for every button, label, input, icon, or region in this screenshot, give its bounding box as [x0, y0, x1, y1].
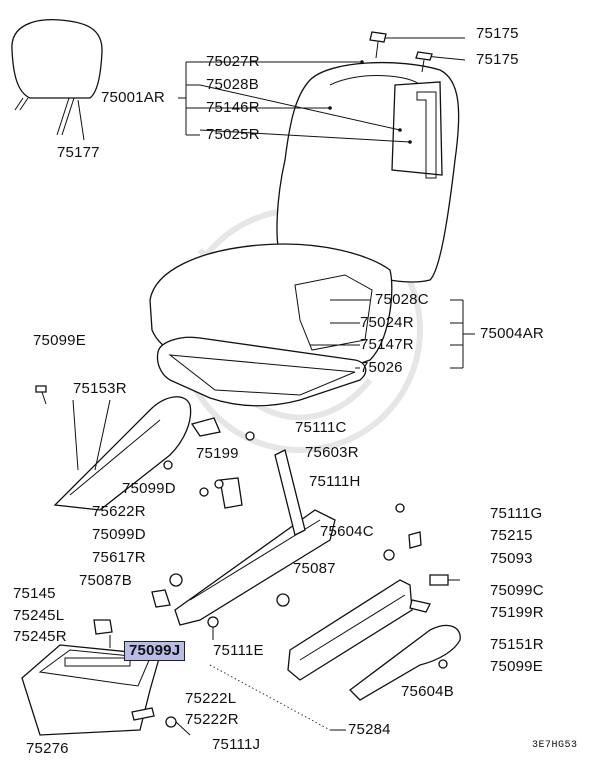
label-75099D-b: 75099D [92, 526, 146, 543]
leader-lines [178, 37, 475, 369]
label-75222R: 75222R [185, 711, 239, 728]
label-75222L: 75222L [185, 690, 237, 707]
label-75111C: 75111C [295, 419, 347, 436]
label-75146R: 75146R [206, 99, 260, 116]
label-75175-top: 75175 [476, 25, 519, 42]
label-75145: 75145 [13, 585, 56, 602]
label-75111H: 75111H [309, 473, 361, 490]
label-75604C: 75604C [320, 523, 374, 540]
label-75245R: 75245R [13, 628, 67, 645]
label-75099E-top: 75099E [33, 332, 86, 349]
label-75151R: 75151R [490, 636, 544, 653]
label-75284: 75284 [348, 721, 391, 738]
label-75215: 75215 [490, 527, 533, 544]
diagram-code: 3E7HG53 [532, 740, 578, 751]
label-75245L: 75245L [13, 607, 65, 624]
label-75111E: 75111E [213, 642, 264, 659]
label-75028B: 75028B [206, 76, 259, 93]
label-75177: 75177 [57, 144, 100, 161]
seat-adjuster-frame [93, 417, 461, 701]
label-75153R: 75153R [73, 380, 127, 397]
label-75099E-bottom: 75099E [490, 658, 543, 675]
label-75004AR: 75004AR [480, 325, 544, 342]
cable-75284 [209, 664, 346, 731]
label-75276: 75276 [26, 740, 69, 757]
label-75099C: 75099C [490, 582, 544, 599]
headrest-illustration [11, 19, 103, 141]
label-75111G: 75111G [490, 505, 543, 522]
label-75026: 75026 [360, 359, 403, 376]
label-75604B: 75604B [401, 683, 454, 700]
label-75199: 75199 [196, 445, 239, 462]
label-75099D-a: 75099D [122, 480, 176, 497]
label-75622R: 75622R [92, 503, 146, 520]
label-75087: 75087 [293, 560, 336, 577]
label-75199R: 75199R [490, 604, 544, 621]
seat-cushion-illustration [149, 243, 393, 407]
label-75099J-highlighted: 75099J [124, 641, 186, 661]
label-75028C: 75028C [375, 291, 429, 308]
seatback-illustration [199, 60, 460, 283]
label-75111J: 75111J [212, 736, 261, 753]
label-75603R: 75603R [305, 444, 359, 461]
side-cover-75153R [35, 385, 192, 511]
label-75147R: 75147R [360, 336, 414, 353]
label-75024R: 75024R [360, 314, 414, 331]
label-75025R: 75025R [206, 126, 260, 143]
label-75027R: 75027R [206, 53, 260, 70]
label-75093: 75093 [490, 550, 533, 567]
label-75617R: 75617R [92, 549, 146, 566]
label-75087B: 75087B [79, 572, 132, 589]
bolts-top [369, 31, 433, 73]
label-75001AR: 75001AR [101, 89, 165, 106]
label-75175-second: 75175 [476, 51, 519, 68]
storage-tray-75276 [21, 635, 191, 736]
